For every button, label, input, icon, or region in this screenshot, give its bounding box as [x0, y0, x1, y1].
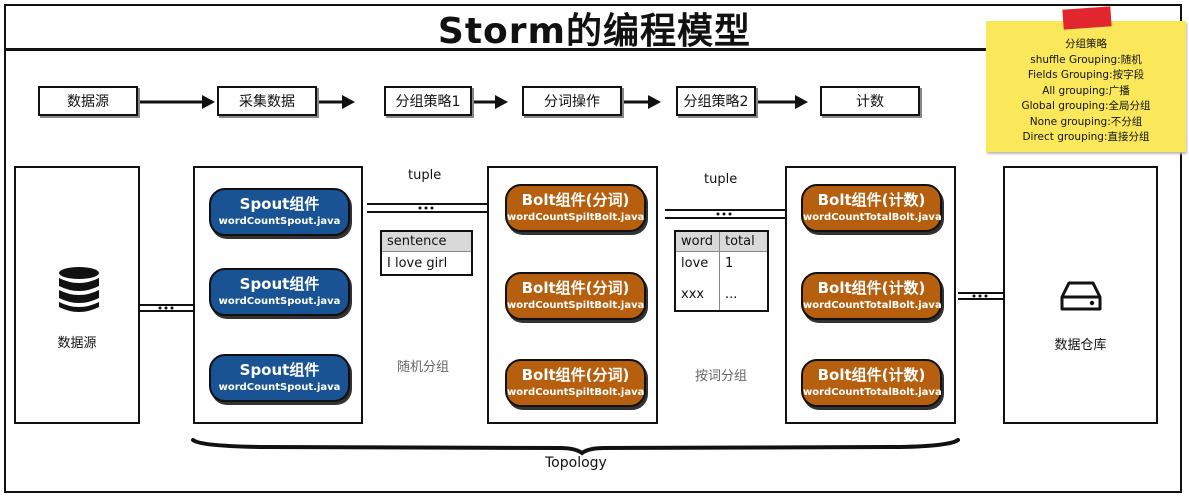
split-bolt-component: Bolt组件(分词) wordCountSpiltBolt.java [505, 359, 646, 407]
count-bolt-component: Bolt组件(计数) wordCountTotalBolt.java [801, 272, 942, 320]
count-bolt-component: Bolt组件(计数) wordCountTotalBolt.java [801, 359, 942, 407]
split-bolt-component: Bolt组件(分词) wordCountSpiltBolt.java [505, 184, 646, 232]
flow-step-grouping-2: 分组策略2 [676, 86, 756, 116]
bolt-file: wordCountTotalBolt.java [803, 387, 942, 398]
flow-step-grouping-1: 分组策略1 [384, 86, 472, 116]
grouping-label-shuffle: 随机分组 [397, 360, 450, 375]
database-icon [59, 267, 99, 312]
page-title: Storm的编程模型 [437, 11, 752, 52]
tuple-value: I love girl [387, 256, 448, 271]
bolt-file: wordCountTotalBolt.java [803, 300, 942, 311]
tuple-cell: ... [725, 287, 738, 302]
bolt-title: Bolt组件(计数) [817, 279, 926, 297]
spout-component: Spout组件 wordCountSpout.java [209, 188, 350, 236]
tuple-cell: xxx [681, 287, 705, 302]
grouping-label-fields: 按词分组 [695, 369, 748, 384]
spout-file: wordCountSpout.java [218, 216, 341, 227]
spout-title: Spout组件 [239, 275, 320, 293]
tuple-label-1: tuple [408, 168, 442, 183]
note-line: shuffle Grouping:随机 [1030, 53, 1142, 66]
spout-component: Spout组件 wordCountSpout.java [209, 354, 350, 402]
bolt-file: wordCountSpiltBolt.java [507, 387, 645, 398]
tuple-label-2: tuple [704, 172, 738, 187]
spout-file: wordCountSpout.java [218, 382, 341, 393]
tuple-cell: 1 [725, 256, 734, 271]
tuple-cell: love [681, 256, 709, 271]
title-divider [6, 48, 1181, 51]
grouping-strategy-note: 分组策略 shuffle Grouping:随机 Fields Grouping… [986, 21, 1186, 152]
spout-title: Spout组件 [239, 195, 320, 213]
bolt-title: Bolt组件(分词) [521, 366, 630, 384]
source-label: 数据源 [57, 336, 97, 351]
note-line: Global grouping:全局分组 [1021, 100, 1151, 112]
bolt-title: Bolt组件(分词) [521, 191, 630, 209]
warehouse-label: 数据仓库 [1054, 338, 1107, 353]
flow-step-count: 计数 [820, 86, 920, 116]
note-heading: 分组策略 [1065, 38, 1107, 50]
tuple-header-row [676, 232, 767, 252]
bolt-title: Bolt组件(分词) [521, 279, 630, 297]
spout-file: wordCountSpout.java [218, 296, 341, 307]
outer-frame [4, 4, 1182, 493]
bolt-file: wordCountSpiltBolt.java [507, 212, 645, 223]
tuple-table-word-total: word total love 1 xxx ... [674, 230, 769, 312]
data-warehouse-column: 数据仓库 [1003, 166, 1158, 424]
note-line: None grouping:不分组 [1029, 115, 1143, 128]
split-bolt-component: Bolt组件(分词) wordCountSpiltBolt.java [505, 272, 646, 320]
data-source-column: 数据源 [14, 166, 140, 424]
flow-step-collect: 采集数据 [217, 86, 317, 116]
topology-label: Topology [545, 455, 607, 471]
split-bolt-column: Bolt组件(分词) wordCountSpiltBolt.java Bolt组… [487, 166, 658, 424]
bolt-title: Bolt组件(计数) [817, 366, 926, 384]
spout-column: Spout组件 wordCountSpout.java Spout组件 word… [193, 166, 363, 424]
tuple-header: total [725, 234, 755, 249]
column-divider [719, 232, 720, 310]
count-bolt-column: Bolt组件(计数) wordCountTotalBolt.java Bolt组… [785, 166, 956, 424]
hard-drive-icon [1060, 281, 1102, 311]
note-line: Direct grouping:直接分组 [1022, 131, 1150, 143]
tuple-table-sentence: sentence I love girl [380, 230, 473, 276]
bolt-title: Bolt组件(计数) [817, 191, 926, 209]
spout-component: Spout组件 wordCountSpout.java [209, 268, 350, 316]
bolt-file: wordCountTotalBolt.java [803, 212, 942, 223]
tuple-header: word [681, 234, 713, 249]
bolt-file: wordCountSpiltBolt.java [507, 300, 645, 311]
spout-title: Spout组件 [239, 361, 320, 379]
note-line: All grouping:广播 [1042, 84, 1130, 97]
note-line: Fields Grouping:按字段 [1027, 69, 1145, 81]
flow-step-source: 数据源 [38, 86, 138, 116]
flow-step-split: 分词操作 [522, 86, 622, 116]
tuple-header: sentence [382, 232, 471, 252]
count-bolt-component: Bolt组件(计数) wordCountTotalBolt.java [801, 184, 942, 232]
